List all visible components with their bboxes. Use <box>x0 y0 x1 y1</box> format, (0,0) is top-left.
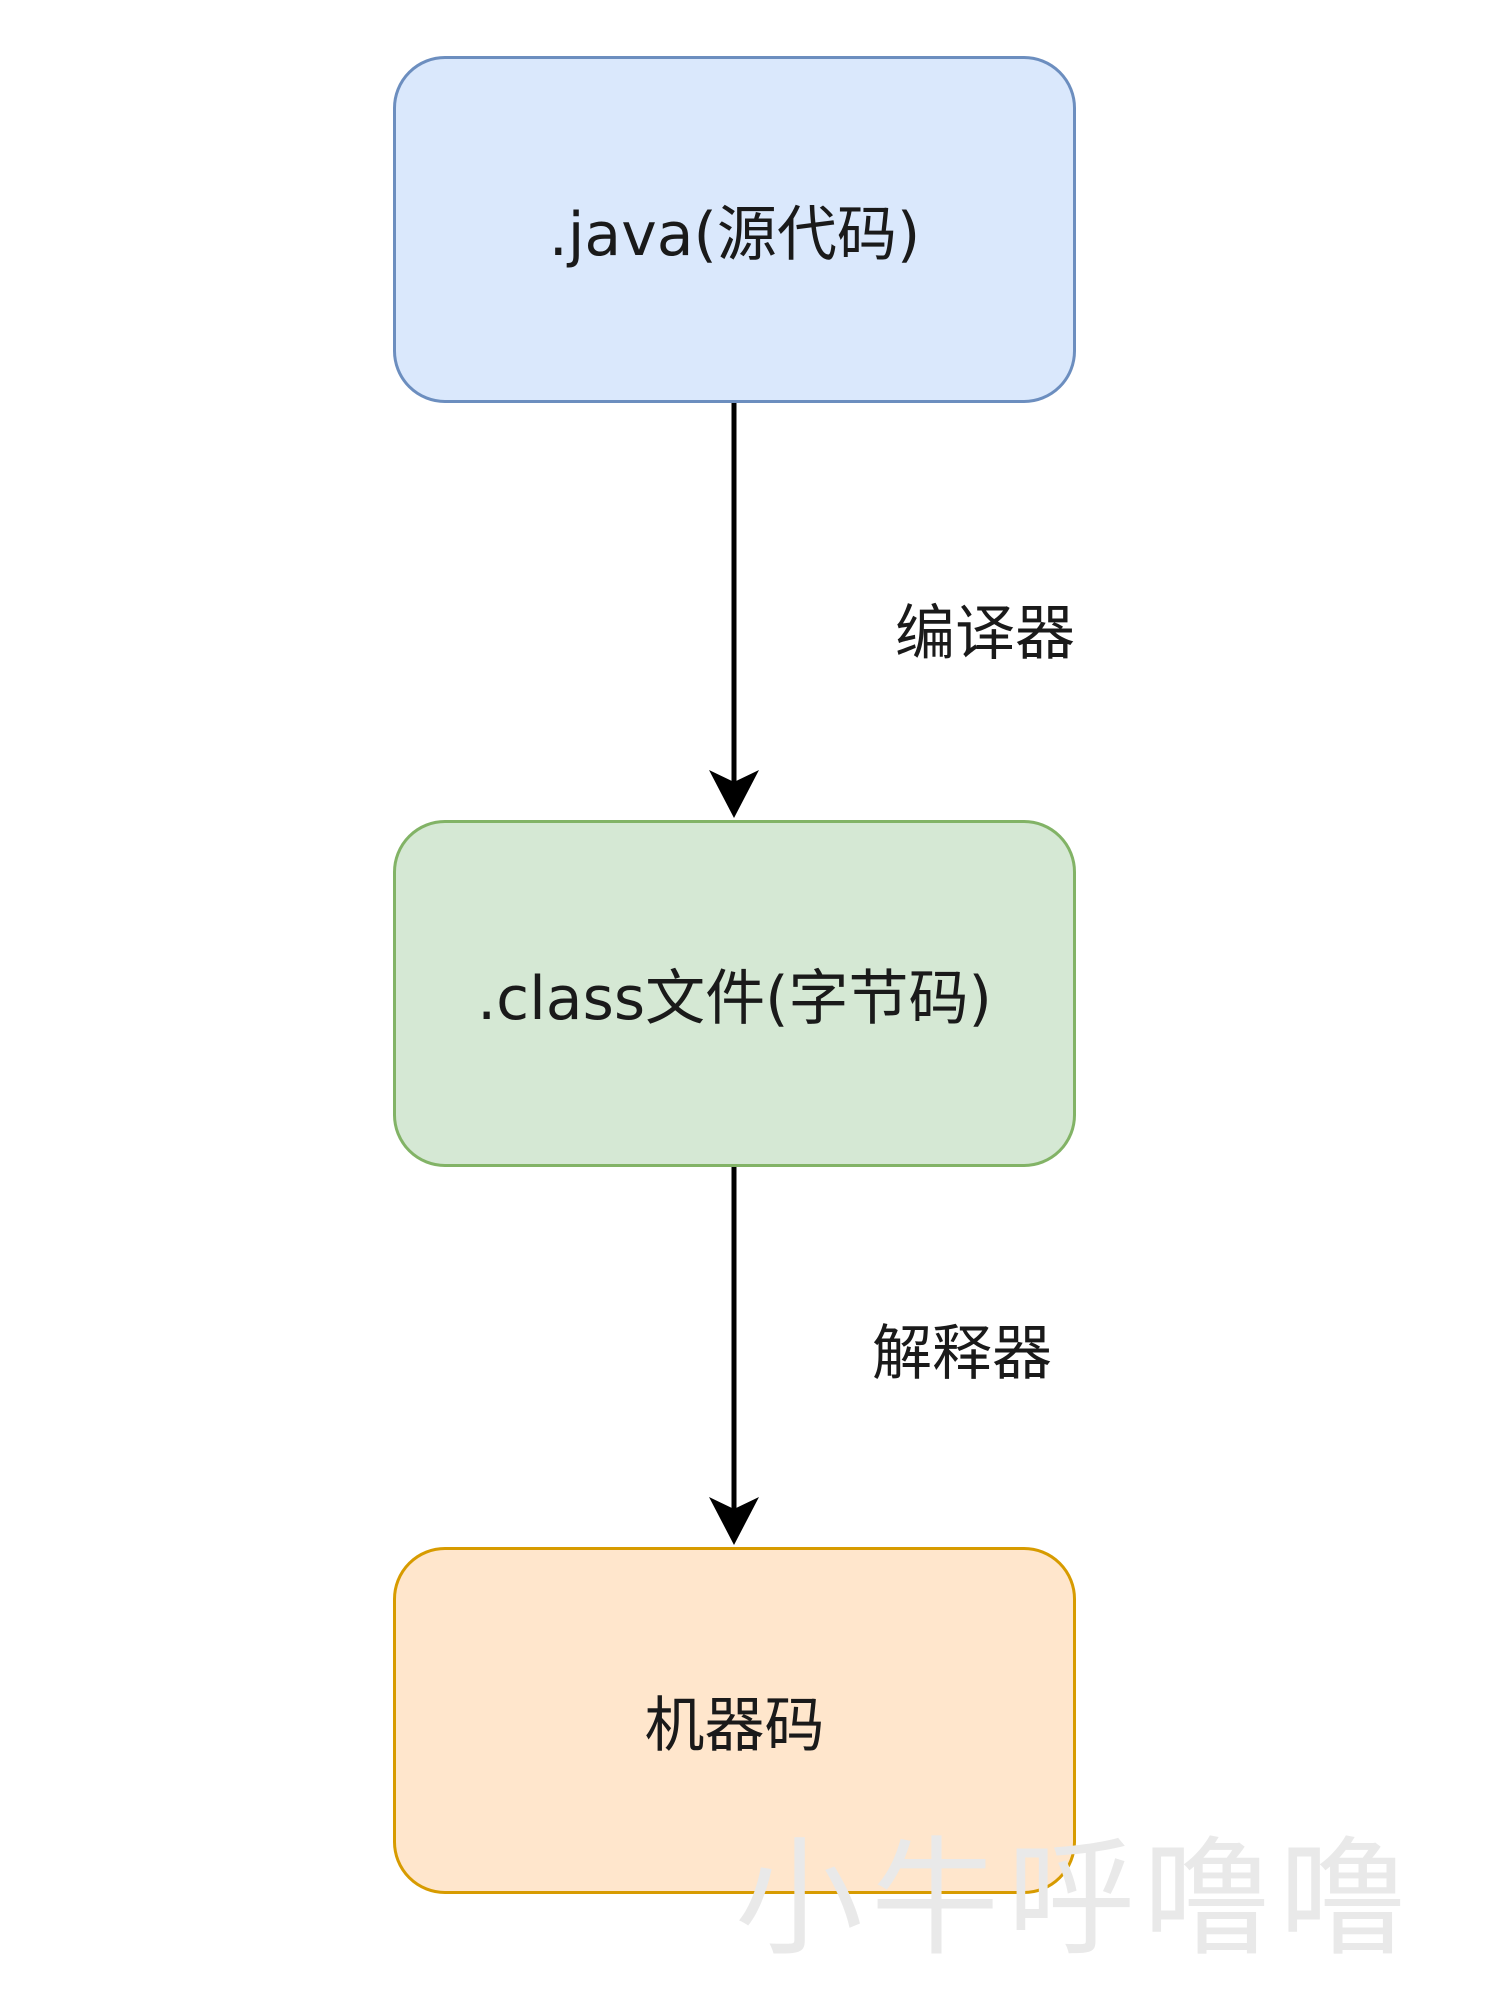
edge-label-interpreter: 解释器 <box>872 1319 1052 1389</box>
watermark: 小牛呼噜噜 <box>735 1825 1416 1974</box>
node-class-bytecode-label: .class文件(字节码) <box>477 964 992 1034</box>
node-machine-code-label: 机器码 <box>644 1691 825 1761</box>
edge-interpreter-arrowhead <box>709 1497 759 1545</box>
edge-interpreter <box>709 1167 759 1545</box>
node-java-source-label: .java(源代码) <box>548 200 921 270</box>
node-class-bytecode: .class文件(字节码) <box>393 820 1076 1167</box>
edge-compiler <box>709 403 759 818</box>
edge-label-compiler: 编译器 <box>895 599 1075 669</box>
node-java-source: .java(源代码) <box>393 56 1076 403</box>
node-machine-code: 机器码 <box>393 1547 1076 1894</box>
edge-compiler-arrowhead <box>709 770 759 818</box>
